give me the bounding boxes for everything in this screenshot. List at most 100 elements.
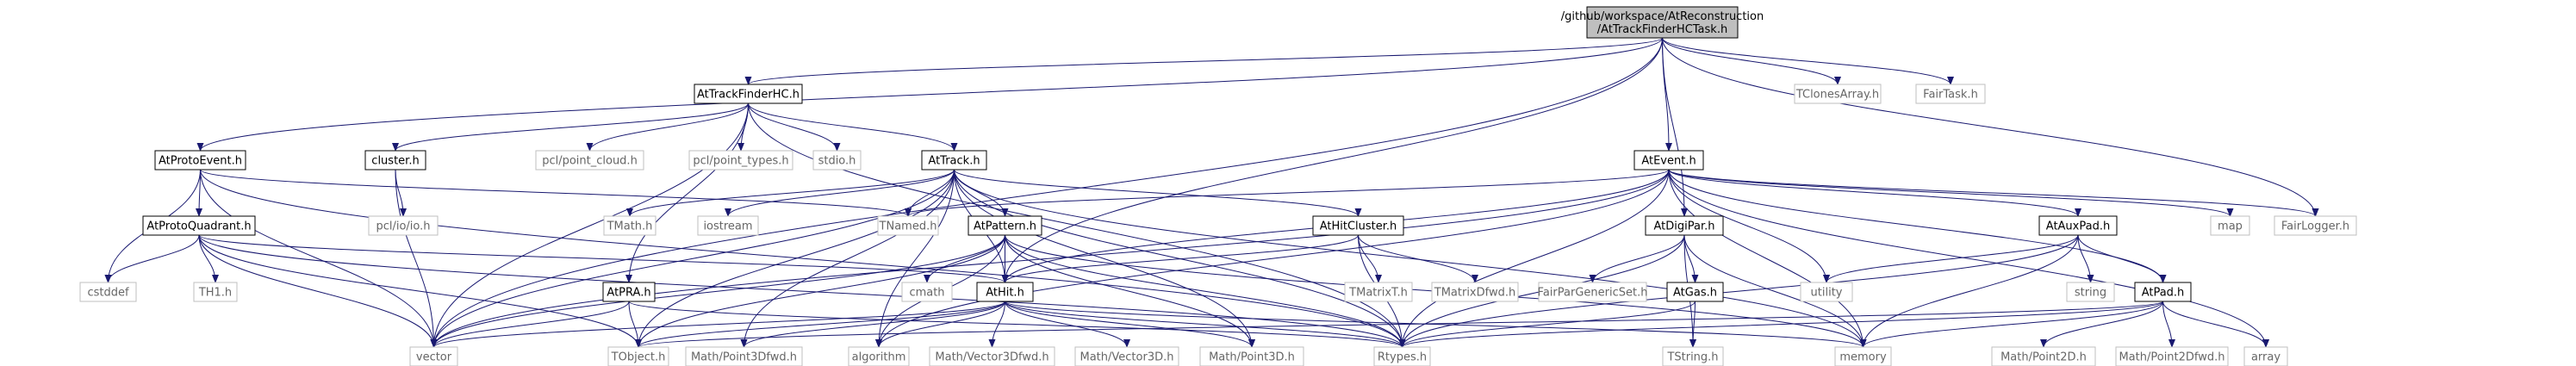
node-box-TNamed bbox=[877, 215, 939, 236]
edge-root-to-AtHit bbox=[1001, 37, 1663, 283]
node-TMath: TMath.h bbox=[603, 215, 656, 236]
node-box-AtPad bbox=[2134, 282, 2192, 302]
edge-AtProtoEvent-to-Rtypes bbox=[200, 169, 1406, 348]
node-label-AtTrackFinderHC: AtTrackFinderHC.h bbox=[697, 89, 800, 102]
edge-AtGas-to-Rtypes bbox=[1398, 301, 1696, 348]
edge-AtHit-to-MathVector3D bbox=[1005, 301, 1130, 348]
node-AtPad[interactable]: AtPad.h bbox=[2134, 282, 2192, 302]
node-box-AtDigiPar bbox=[1645, 215, 1724, 236]
node-label-Rtypes: Rtypes.h bbox=[1378, 351, 1427, 364]
node-label-TObject: TObject.h bbox=[611, 351, 666, 364]
node-box-cmath bbox=[901, 282, 953, 302]
node-box-string bbox=[2066, 282, 2115, 302]
edge-AtPattern-to-TObject bbox=[635, 234, 1005, 348]
node-box-stdio bbox=[812, 150, 862, 171]
edge-AtProtoQuadrant-to-AtHit bbox=[198, 234, 1009, 283]
node-cstddef: cstddef bbox=[79, 282, 137, 302]
node-AtPRA[interactable]: AtPRA.h bbox=[602, 282, 656, 302]
node-box-AtTrack bbox=[921, 150, 987, 171]
edge-AtProtoQuadrant-to-vector bbox=[198, 234, 438, 348]
node-label-AtTrack: AtTrack.h bbox=[928, 155, 980, 168]
node-AtTrackFinderHC[interactable]: AtTrackFinderHC.h bbox=[694, 84, 803, 104]
edge-root-to-TClonesArray bbox=[1662, 37, 1841, 85]
node-box-cluster bbox=[364, 150, 426, 171]
node-box-AtAuxPad bbox=[2038, 215, 2118, 236]
edge-AtTrackFinderHC-to-cluster bbox=[392, 102, 749, 152]
node-TClonesArray: TClonesArray.h bbox=[1794, 84, 1882, 104]
node-box-AtEvent bbox=[1633, 150, 1704, 171]
node-AtPattern[interactable]: AtPattern.h bbox=[968, 215, 1042, 236]
node-AtHit[interactable]: AtHit.h bbox=[976, 282, 1034, 302]
edge-AtDigiPar-to-memory bbox=[1683, 234, 1867, 348]
edge-AtTrackFinderHC-to-AtTrack bbox=[748, 102, 958, 152]
node-AtAuxPad[interactable]: AtAuxPad.h bbox=[2038, 215, 2118, 236]
node-box-TMatrixDfwd bbox=[1431, 282, 1519, 302]
node-MathPoint3D: Math/Point3D.h bbox=[1199, 346, 1304, 366]
node-Rtypes: Rtypes.h bbox=[1373, 346, 1431, 366]
edge-AtPRA-to-vector bbox=[430, 301, 630, 348]
edge-AtTrackFinderHC-to-pcl_point_cloud bbox=[586, 102, 749, 152]
node-label-pcl_point_types: pcl/point_types.h bbox=[693, 155, 788, 168]
node-MathPoint2Dfwd: Math/Point2Dfwd.h bbox=[2115, 346, 2229, 366]
edge-AtTrack-to-vector bbox=[430, 169, 955, 348]
edge-AtHitCluster-to-AtHit bbox=[1001, 234, 1359, 283]
edge-AtAuxPad-to-Rtypes bbox=[1398, 234, 2079, 348]
node-label-MathPoint3D: Math/Point3D.h bbox=[1209, 351, 1295, 364]
node-cluster[interactable]: cluster.h bbox=[364, 150, 426, 171]
node-box-TClonesArray bbox=[1794, 84, 1882, 104]
edge-AtHit-to-MathPoint3Dfwd bbox=[740, 301, 1005, 348]
node-AtProtoEvent[interactable]: AtProtoEvent.h bbox=[154, 150, 246, 171]
edge-AtHit-to-MathPoint3D bbox=[1005, 301, 1255, 348]
node-stdio: stdio.h bbox=[812, 150, 862, 171]
node-label-AtAuxPad: AtAuxPad.h bbox=[2046, 220, 2110, 233]
edge-AtTrack-to-iostream bbox=[725, 169, 955, 217]
node-AtProtoQuadrant[interactable]: AtProtoQuadrant.h bbox=[142, 215, 256, 236]
node-box-TH1 bbox=[193, 282, 238, 302]
edge-AtEvent-to-utility bbox=[1668, 169, 1830, 283]
edge-AtPattern-to-Rtypes bbox=[1005, 234, 1406, 348]
node-AtGas[interactable]: AtGas.h bbox=[1666, 282, 1724, 302]
node-label-AtPad: AtPad.h bbox=[2142, 287, 2185, 300]
node-box-array bbox=[2243, 346, 2288, 366]
node-label-array: array bbox=[2251, 351, 2280, 364]
node-label-AtEvent: AtEvent.h bbox=[1641, 155, 1696, 168]
node-label-TMath: TMath.h bbox=[607, 220, 653, 233]
node-MathVector3D: Math/Vector3D.h bbox=[1074, 346, 1179, 366]
node-array: array bbox=[2243, 346, 2288, 366]
node-TH1: TH1.h bbox=[193, 282, 238, 302]
node-FairTask: FairTask.h bbox=[1915, 84, 1986, 104]
node-label-AtHit: AtHit.h bbox=[986, 287, 1024, 300]
node-label-FairParGenericSet: FairParGenericSet.h bbox=[1538, 287, 1648, 300]
node-box-AtPRA bbox=[602, 282, 656, 302]
edge-AtPad-to-TObject bbox=[635, 301, 2163, 348]
edge-AtHit-to-TObject bbox=[635, 301, 1005, 348]
node-iostream: iostream bbox=[697, 215, 759, 236]
edge-AtPad-to-Rtypes bbox=[1398, 301, 2163, 348]
node-AtHitCluster[interactable]: AtHitCluster.h bbox=[1312, 215, 1404, 236]
node-label-cmath: cmath bbox=[909, 287, 944, 300]
edge-AtHit-to-vector bbox=[430, 301, 1005, 348]
edge-AtGas-to-TString bbox=[1689, 301, 1697, 348]
node-box-pcl_io bbox=[368, 215, 439, 236]
node-box-MathPoint2D bbox=[1991, 346, 2096, 366]
edge-AtProtoEvent-to-TNamed bbox=[200, 169, 912, 217]
node-AtTrack[interactable]: AtTrack.h bbox=[921, 150, 987, 171]
edge-AtHitCluster-to-TMatrixDfwd bbox=[1358, 234, 1478, 283]
node-label-memory: memory bbox=[1839, 351, 1887, 364]
edge-AtHit-to-MathVector3Dfwd bbox=[988, 301, 1005, 348]
node-label-root: /github/workspace/AtReconstruction bbox=[1561, 10, 1764, 23]
node-AtDigiPar[interactable]: AtDigiPar.h bbox=[1645, 215, 1724, 236]
edge-AtEvent-to-algorithm bbox=[875, 169, 1670, 348]
node-box-FairParGenericSet bbox=[1538, 282, 1647, 302]
edge-AtPattern-to-MathPoint3D bbox=[1005, 234, 1255, 348]
node-box-pcl_point_types bbox=[688, 150, 793, 171]
node-AtEvent[interactable]: AtEvent.h bbox=[1633, 150, 1704, 171]
edge-AtProtoQuadrant-to-TObject bbox=[198, 234, 642, 348]
edge-root-to-AtProtoEvent bbox=[196, 37, 1663, 152]
node-box-MathVector3D bbox=[1074, 346, 1179, 366]
nodes-layer: /github/workspace/AtReconstruction/AtTra… bbox=[79, 6, 2357, 366]
node-label-MathPoint2Dfwd: Math/Point2Dfwd.h bbox=[2119, 351, 2224, 364]
node-root[interactable]: /github/workspace/AtReconstruction/AtTra… bbox=[1561, 6, 1764, 39]
node-label-FairTask: FairTask.h bbox=[1923, 89, 1978, 102]
edge-AtEvent-to-FairLogger bbox=[1668, 169, 2319, 217]
